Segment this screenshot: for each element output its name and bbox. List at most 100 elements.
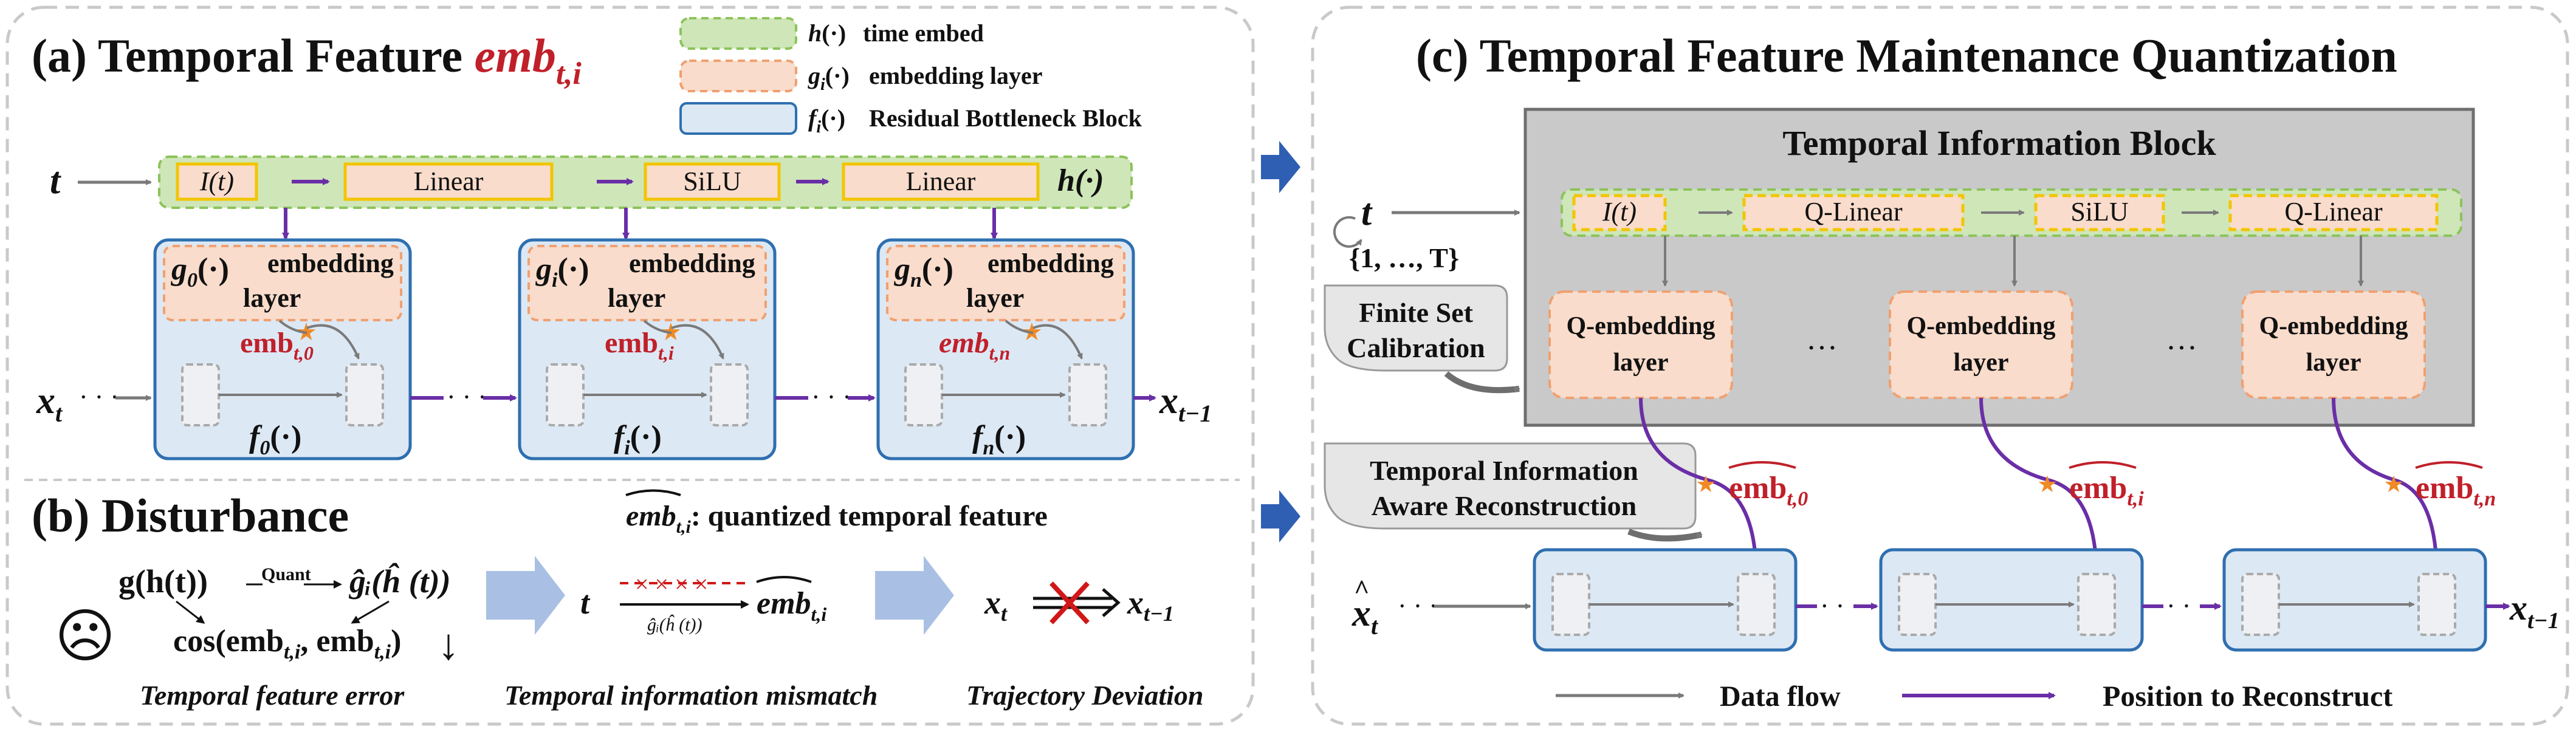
op-qlinear2-c-label: Q-Linear xyxy=(2284,197,2383,227)
block-i-a: gi(·) embedding layer embt,i ★ fi(·) xyxy=(518,238,777,460)
ellipsis-1: … xyxy=(1806,322,1838,357)
legend-sym-block: fi(·) xyxy=(808,104,845,137)
legend-sym-time-embed: h(·) xyxy=(808,19,846,47)
q-embedding-i xyxy=(1889,290,2073,399)
blue-arrow-bottom xyxy=(1261,490,1300,542)
emb-tn-label: embt,n xyxy=(939,327,1010,364)
x-out-c: xt−1 xyxy=(2509,588,2560,634)
dots-in-c: · · · xyxy=(1398,591,1438,621)
q-emb-n-top: Q-embedding xyxy=(2259,312,2408,340)
op-silu-a xyxy=(644,162,781,201)
block-arrow-b2 xyxy=(875,556,954,635)
emb-hat-0: embt,0 xyxy=(1729,471,1808,510)
formula-cos: cos(embt,i, embt,i) xyxy=(173,624,401,663)
tiar-callout xyxy=(1324,442,1697,530)
purple-curve-0 xyxy=(1639,397,1760,579)
q-embedding-n xyxy=(2241,290,2426,399)
op-silu-c xyxy=(2034,194,2165,231)
q-emb-i-bottom: layer xyxy=(1954,349,2009,377)
panel-a-title: (a) Temporal Feature embt,i xyxy=(32,29,582,91)
h-label-a: h(·) xyxy=(1057,163,1104,198)
q-emb-0-bottom: layer xyxy=(1613,349,1669,377)
op-linear2-a xyxy=(842,162,1040,201)
conv-left-i xyxy=(546,363,585,426)
legend-swatch-time-embed xyxy=(679,17,797,50)
traj-x: xt xyxy=(984,584,1008,626)
caption-trajectory: Trajectory Deviation xyxy=(966,680,1203,711)
gn-symbol: gn(·) xyxy=(894,252,953,292)
gi-layer-label: layer xyxy=(608,283,665,313)
dots-c-1: · · · xyxy=(1820,591,1860,621)
q-emb-n-bottom: layer xyxy=(2306,349,2361,377)
panel-b-title: (b) Disturbance xyxy=(32,489,349,542)
op-qlinear2-c xyxy=(2228,194,2439,231)
block-i-c xyxy=(1879,548,2144,652)
block-n-a: gn(·) embedding layer embt,n ★ fn(·) xyxy=(876,238,1135,460)
embedding-layer-0 xyxy=(163,245,402,321)
emb-hat-i: embt,i xyxy=(2069,471,2144,510)
formula-ghat: ĝᵢ(ĥ (t)) xyxy=(349,562,451,600)
block-n-c xyxy=(2222,548,2487,652)
fn-label: fn(·) xyxy=(972,420,1026,459)
legend-label-embedding: embedding layer xyxy=(869,62,1043,89)
quant-note: embt,i: quantized temporal feature xyxy=(626,500,1048,537)
block-0-c xyxy=(1533,548,1798,652)
panel-ab-frame xyxy=(5,5,1255,726)
op-silu-a-label: SiLU xyxy=(683,166,741,196)
star-ci: ★ xyxy=(2037,472,2058,498)
g0-symbol: g0(·) xyxy=(171,252,229,292)
block-arrow-b1 xyxy=(486,556,565,635)
legend-data-flow: Data flow xyxy=(1720,680,1841,713)
legend-label-time-embed: time embed xyxy=(863,19,984,47)
traj-x2: xt−1 xyxy=(1127,584,1174,626)
tiar-2: Aware Reconstruction xyxy=(1372,490,1637,521)
purple-curve-i xyxy=(1979,397,2100,579)
conv-right-0 xyxy=(345,363,384,426)
emb-hat-n: embt,n xyxy=(2416,471,2496,510)
blue-arrow-top xyxy=(1261,141,1300,193)
op-linear1-a xyxy=(343,162,554,201)
conv-right-i xyxy=(710,363,749,426)
conv-right-n xyxy=(1068,363,1107,426)
q-embedding-0 xyxy=(1548,290,1733,399)
caption-feature-error: Temporal feature error xyxy=(140,680,405,711)
star-c0: ★ xyxy=(1695,472,1716,498)
f0-label: f0(·) xyxy=(249,420,301,459)
mismatch-t: t xyxy=(580,584,591,621)
star-cn: ★ xyxy=(2383,472,2404,498)
emb-ti-label: embt,i xyxy=(605,327,674,364)
op-linear2-a-label: Linear xyxy=(906,166,976,196)
op-it-a-label: I(t) xyxy=(199,166,234,196)
x-in-c: xt xyxy=(1352,593,1379,640)
formula-g: g(h(t)) xyxy=(118,563,208,600)
gi-symbol: gi(·) xyxy=(535,252,589,292)
legend-sym-embedding: gi(·) xyxy=(808,62,850,94)
block-0-a: g0(·) embedding layer embt,0 ★ f0(·) xyxy=(153,238,412,460)
input-t-c: t xyxy=(1361,192,1373,233)
mismatch-x-marks: × × × × xyxy=(635,570,708,598)
embedding-layer-i xyxy=(527,245,767,321)
tiar-1: Temporal Information xyxy=(1370,455,1638,486)
gn-emb-label: embedding xyxy=(987,248,1114,278)
gn-layer-label: layer xyxy=(966,283,1024,313)
dots-c-2: · · · xyxy=(2166,591,2207,621)
x-out-a: xt−1 xyxy=(1159,380,1212,427)
mismatch-arrow-label: ĝᵢ(ĥ (t)) xyxy=(647,615,702,635)
x-in-a: xt xyxy=(36,380,63,427)
legend-swatch-embedding xyxy=(679,60,797,92)
x-in-c-hat: ^ xyxy=(1354,575,1370,604)
legend-a: h(·) time embed gi(·) embedding layer fi… xyxy=(679,17,1142,137)
emb-t0-label: embt,0 xyxy=(240,327,314,364)
conv-left-0 xyxy=(181,363,220,426)
g0-emb-label: embedding xyxy=(267,248,394,278)
q-emb-0-top: Q-embedding xyxy=(1566,312,1715,340)
input-t-a: t xyxy=(50,160,61,202)
sad-face: ☹ xyxy=(55,604,115,669)
conv-left-n xyxy=(904,363,943,426)
op-silu-c-label: SiLU xyxy=(2070,197,2128,227)
op-qlinear1-c-label: Q-Linear xyxy=(1804,197,1903,227)
q-emb-i-top: Q-embedding xyxy=(1906,312,2055,340)
panel-c-frame xyxy=(1311,5,2569,726)
legend-swatch-block xyxy=(679,102,797,135)
